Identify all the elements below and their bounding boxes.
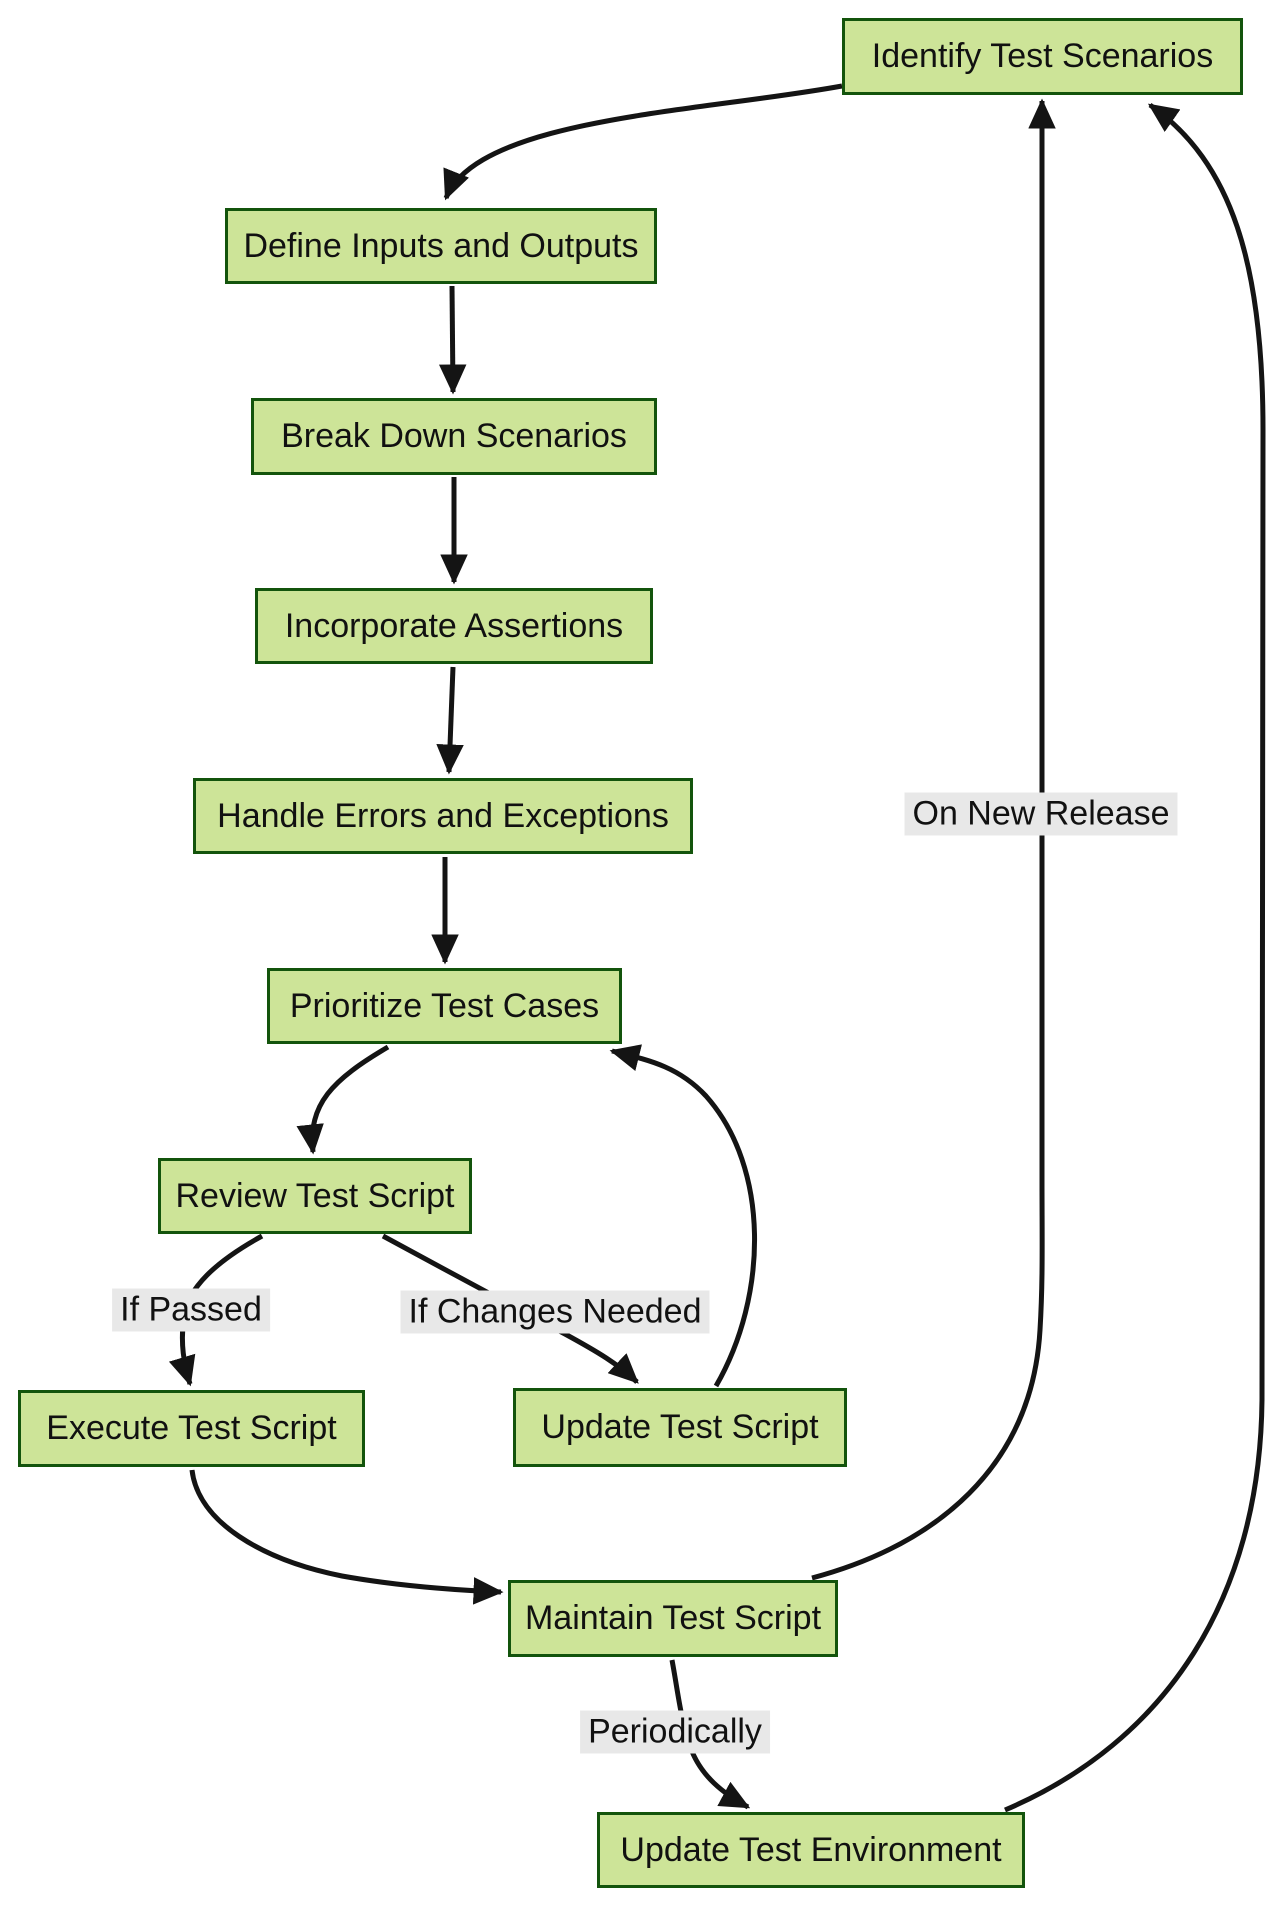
node-label: Identify Test Scenarios <box>871 37 1214 75</box>
node-review-test-script: Review Test Script <box>158 1158 472 1234</box>
edge-prioritize-to-review <box>296 1044 390 1155</box>
node-identify-test-scenarios: Identify Test Scenarios <box>842 18 1243 95</box>
edge-maintain-to-identify <box>811 98 1056 1581</box>
edge-label-on-new-release: On New Release <box>904 792 1178 836</box>
node-label: Incorporate Assertions <box>284 606 624 645</box>
node-label: Review Test Script <box>175 1176 455 1215</box>
edge-identify-to-define <box>443 83 843 201</box>
node-define-inputs-and-outputs: Define Inputs and Outputs <box>225 208 657 284</box>
node-handle-errors-and-exceptions: Handle Errors and Exceptions <box>193 778 693 854</box>
edge-label-if-changes-needed: If Changes Needed <box>400 1290 710 1334</box>
node-label: Handle Errors and Exceptions <box>217 796 669 835</box>
edge-update-script-to-prioritize <box>609 1044 758 1388</box>
node-label: Prioritize Test Cases <box>289 986 600 1025</box>
node-incorporate-assertions: Incorporate Assertions <box>255 588 653 664</box>
node-prioritize-test-cases: Prioritize Test Cases <box>267 968 622 1044</box>
node-label: Update Test Environment <box>620 1830 1002 1869</box>
edge-incorporate-to-handle <box>436 666 464 775</box>
edge-label-if-passed: If Passed <box>112 1288 270 1332</box>
node-label: Break Down Scenarios <box>281 417 627 455</box>
node-label: Define Inputs and Outputs <box>243 226 639 265</box>
node-label: Execute Test Script <box>46 1409 337 1447</box>
edge-update-env-to-identify <box>1004 102 1266 1813</box>
edge-execute-to-maintain <box>189 1469 504 1605</box>
node-update-test-script: Update Test Script <box>513 1388 847 1467</box>
node-label: Update Test Script <box>541 1408 819 1446</box>
edge-define-to-break <box>438 285 467 395</box>
node-execute-test-script: Execute Test Script <box>18 1390 365 1467</box>
edge-label-periodically: Periodically <box>580 1710 770 1754</box>
node-label: Maintain Test Script <box>524 1599 822 1637</box>
node-maintain-test-script: Maintain Test Script <box>508 1580 838 1657</box>
node-break-down-scenarios: Break Down Scenarios <box>251 398 657 475</box>
node-update-test-environment: Update Test Environment <box>597 1812 1025 1888</box>
